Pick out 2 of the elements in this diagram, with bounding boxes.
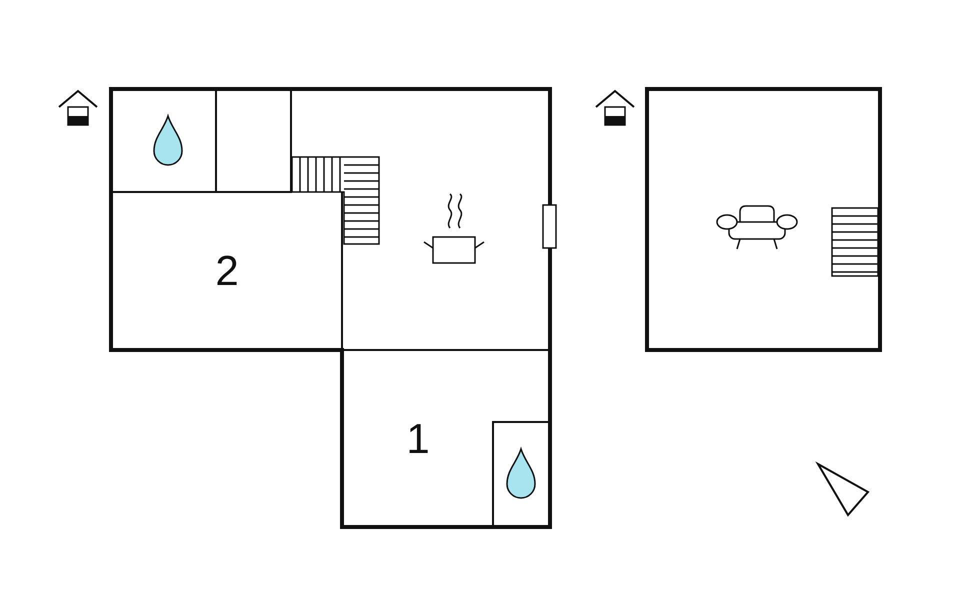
room-number: 2 — [215, 250, 239, 292]
room-number: 1 — [406, 418, 430, 460]
